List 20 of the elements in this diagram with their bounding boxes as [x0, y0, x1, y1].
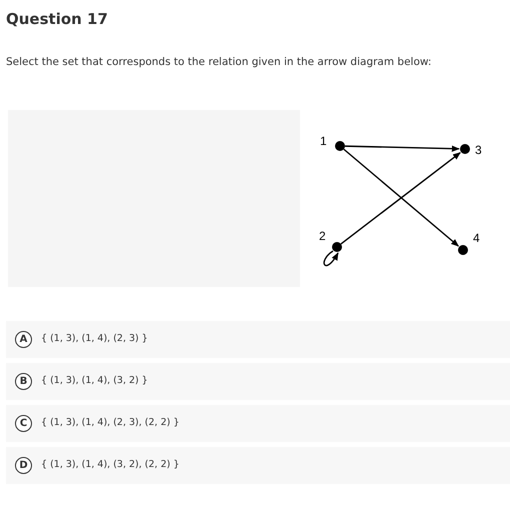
answer-option: [6, 363, 510, 400]
question-title: Question 17: [6, 9, 108, 30]
answer-option: [6, 321, 510, 358]
answer-option: [6, 447, 510, 484]
option-letter: B: [15, 373, 32, 390]
instruction-text: Select the set that corresponds to the relation given in the arrow diagram below:: [6, 55, 432, 70]
point-label: 3: [475, 142, 482, 159]
option-text: { (1, 3), (1, 4), (3, 2) }: [41, 374, 148, 388]
option-letter: D: [15, 457, 32, 474]
option-text: { (1, 3), (1, 4), (2, 3), (2, 2) }: [41, 416, 180, 430]
point-label: 2: [319, 228, 326, 245]
option-text: { (1, 3), (1, 4), (3, 2), (2, 2) }: [41, 458, 180, 472]
answer-option: [6, 405, 510, 442]
option-letter: C: [15, 415, 32, 432]
arrow: [344, 145, 460, 152]
arrow: [324, 250, 339, 266]
option-letter: A: [15, 331, 32, 348]
point-label: 4: [473, 230, 480, 247]
point-label: 1: [320, 133, 327, 150]
option-text: { (1, 3), (1, 4), (2, 3) }: [41, 332, 148, 346]
